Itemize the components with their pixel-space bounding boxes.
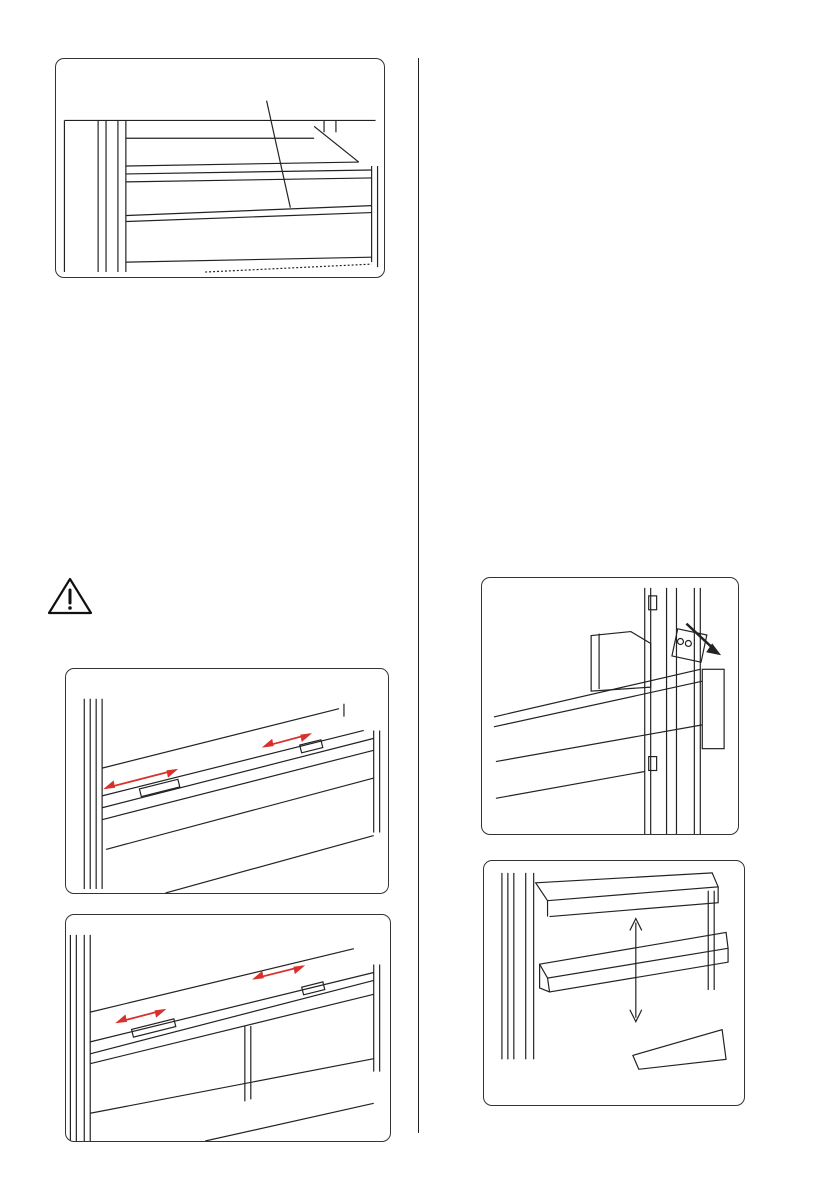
figure-drawer-slider-double xyxy=(65,914,391,1142)
figure-drawer-slider-single xyxy=(65,668,389,894)
column-divider xyxy=(418,58,419,1133)
drawer-slider-illustration xyxy=(66,669,388,893)
door-balcony-height-illustration xyxy=(484,861,744,1105)
door-balcony-removal-illustration xyxy=(482,578,738,834)
double-drawer-slider-illustration xyxy=(66,915,390,1141)
warning-triangle-icon xyxy=(46,576,94,616)
shelf-drawer-illustration xyxy=(56,59,384,277)
figure-shelf-drawer xyxy=(55,58,385,278)
figure-door-balcony-height xyxy=(483,860,745,1106)
figure-door-balcony-removal xyxy=(481,577,739,835)
